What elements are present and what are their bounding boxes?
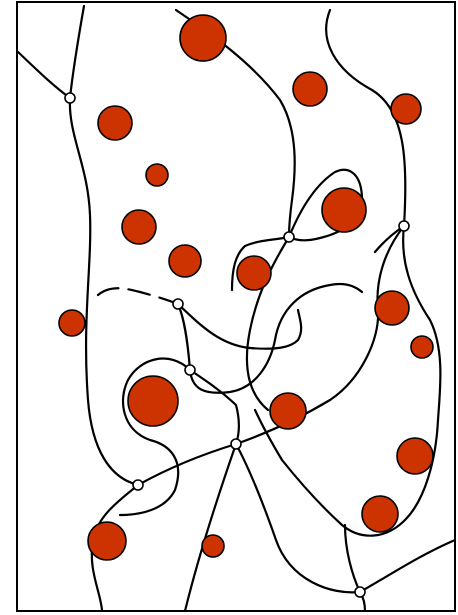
red-disc: [237, 256, 271, 290]
red-disc: [59, 310, 85, 336]
junction-node: [284, 232, 294, 242]
junction-node: [231, 439, 241, 449]
red-disc: [391, 94, 421, 124]
red-disc: [169, 245, 201, 277]
junction-node: [355, 587, 365, 597]
red-disc: [180, 15, 226, 61]
junction-node: [173, 299, 183, 309]
red-disc: [362, 496, 398, 532]
red-disc: [88, 522, 126, 560]
red-disc: [128, 376, 178, 426]
red-disc: [397, 438, 433, 474]
junction-node: [399, 221, 409, 231]
red-disc: [146, 164, 168, 186]
red-disc: [202, 535, 224, 557]
junction-node: [185, 365, 195, 375]
red-disc: [293, 72, 327, 106]
junction-node: [133, 480, 143, 490]
junction-node: [65, 93, 75, 103]
red-disc: [122, 210, 156, 244]
red-disc: [98, 106, 132, 140]
red-disc: [322, 188, 366, 232]
red-disc: [270, 393, 306, 429]
red-disc: [411, 336, 433, 358]
red-disc: [375, 291, 409, 325]
